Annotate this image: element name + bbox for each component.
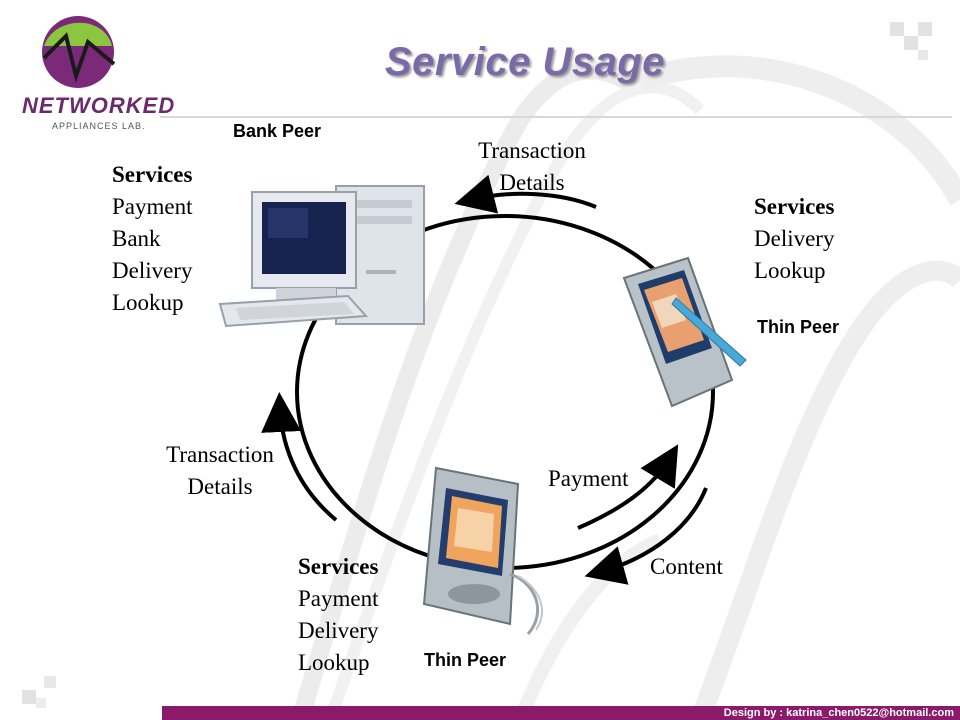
thin-peer-bottom-services-list: Services Payment Delivery Lookup: [298, 551, 379, 679]
services-heading: Services: [754, 194, 835, 219]
arrow-label-line: Transaction: [166, 442, 274, 467]
slide-title: Service Usage: [384, 40, 665, 84]
thin-peer-bottom-label: Thin Peer: [424, 650, 507, 670]
logo-wordmark: NETWORKED: [22, 93, 176, 118]
service-item: Lookup: [112, 290, 184, 315]
arrow-transaction-top: [454, 174, 597, 214]
transaction-details-left-label: Transaction Details: [140, 439, 300, 503]
service-item: Payment: [112, 194, 193, 219]
services-heading: Services: [112, 162, 193, 187]
footer-bar: [162, 706, 960, 720]
arrow-content: [584, 487, 708, 585]
thin-peer-right-services-list: Services Delivery Lookup: [754, 191, 834, 287]
service-item: Delivery: [754, 226, 835, 251]
logo-subtitle: APPLIANCES LAB.: [52, 121, 146, 131]
thin-peer-right-label: Thin Peer: [757, 317, 840, 337]
arrow-transaction-left: [261, 392, 338, 522]
arrow-label-line: Details: [187, 474, 253, 499]
footer-credit: Design by : katrina_chen0522@hotmail.com: [723, 707, 954, 719]
service-item: Delivery: [112, 258, 193, 283]
service-item: Lookup: [298, 650, 370, 675]
service-item: Lookup: [754, 258, 826, 283]
pda-device-icon: [622, 256, 747, 408]
desktop-computer-icon: [218, 185, 425, 328]
service-item: Bank: [112, 226, 161, 251]
pda-device-icon: [422, 466, 543, 636]
services-heading: Services: [298, 554, 379, 579]
bank-services-list: Services Payment Bank Delivery Lookup: [112, 159, 193, 319]
service-item: Payment: [298, 586, 379, 611]
content-label: Content: [650, 554, 723, 579]
payment-label: Payment: [548, 466, 629, 491]
transaction-details-top-label: Transaction Details: [452, 135, 612, 199]
arrow-label-line: Details: [499, 170, 565, 195]
bank-peer-label: Bank Peer: [233, 121, 322, 141]
arrow-label-line: Transaction: [478, 138, 586, 163]
service-item: Delivery: [298, 618, 379, 643]
networked-lab-logo: [42, 16, 116, 88]
arrow-payment: [577, 444, 679, 530]
